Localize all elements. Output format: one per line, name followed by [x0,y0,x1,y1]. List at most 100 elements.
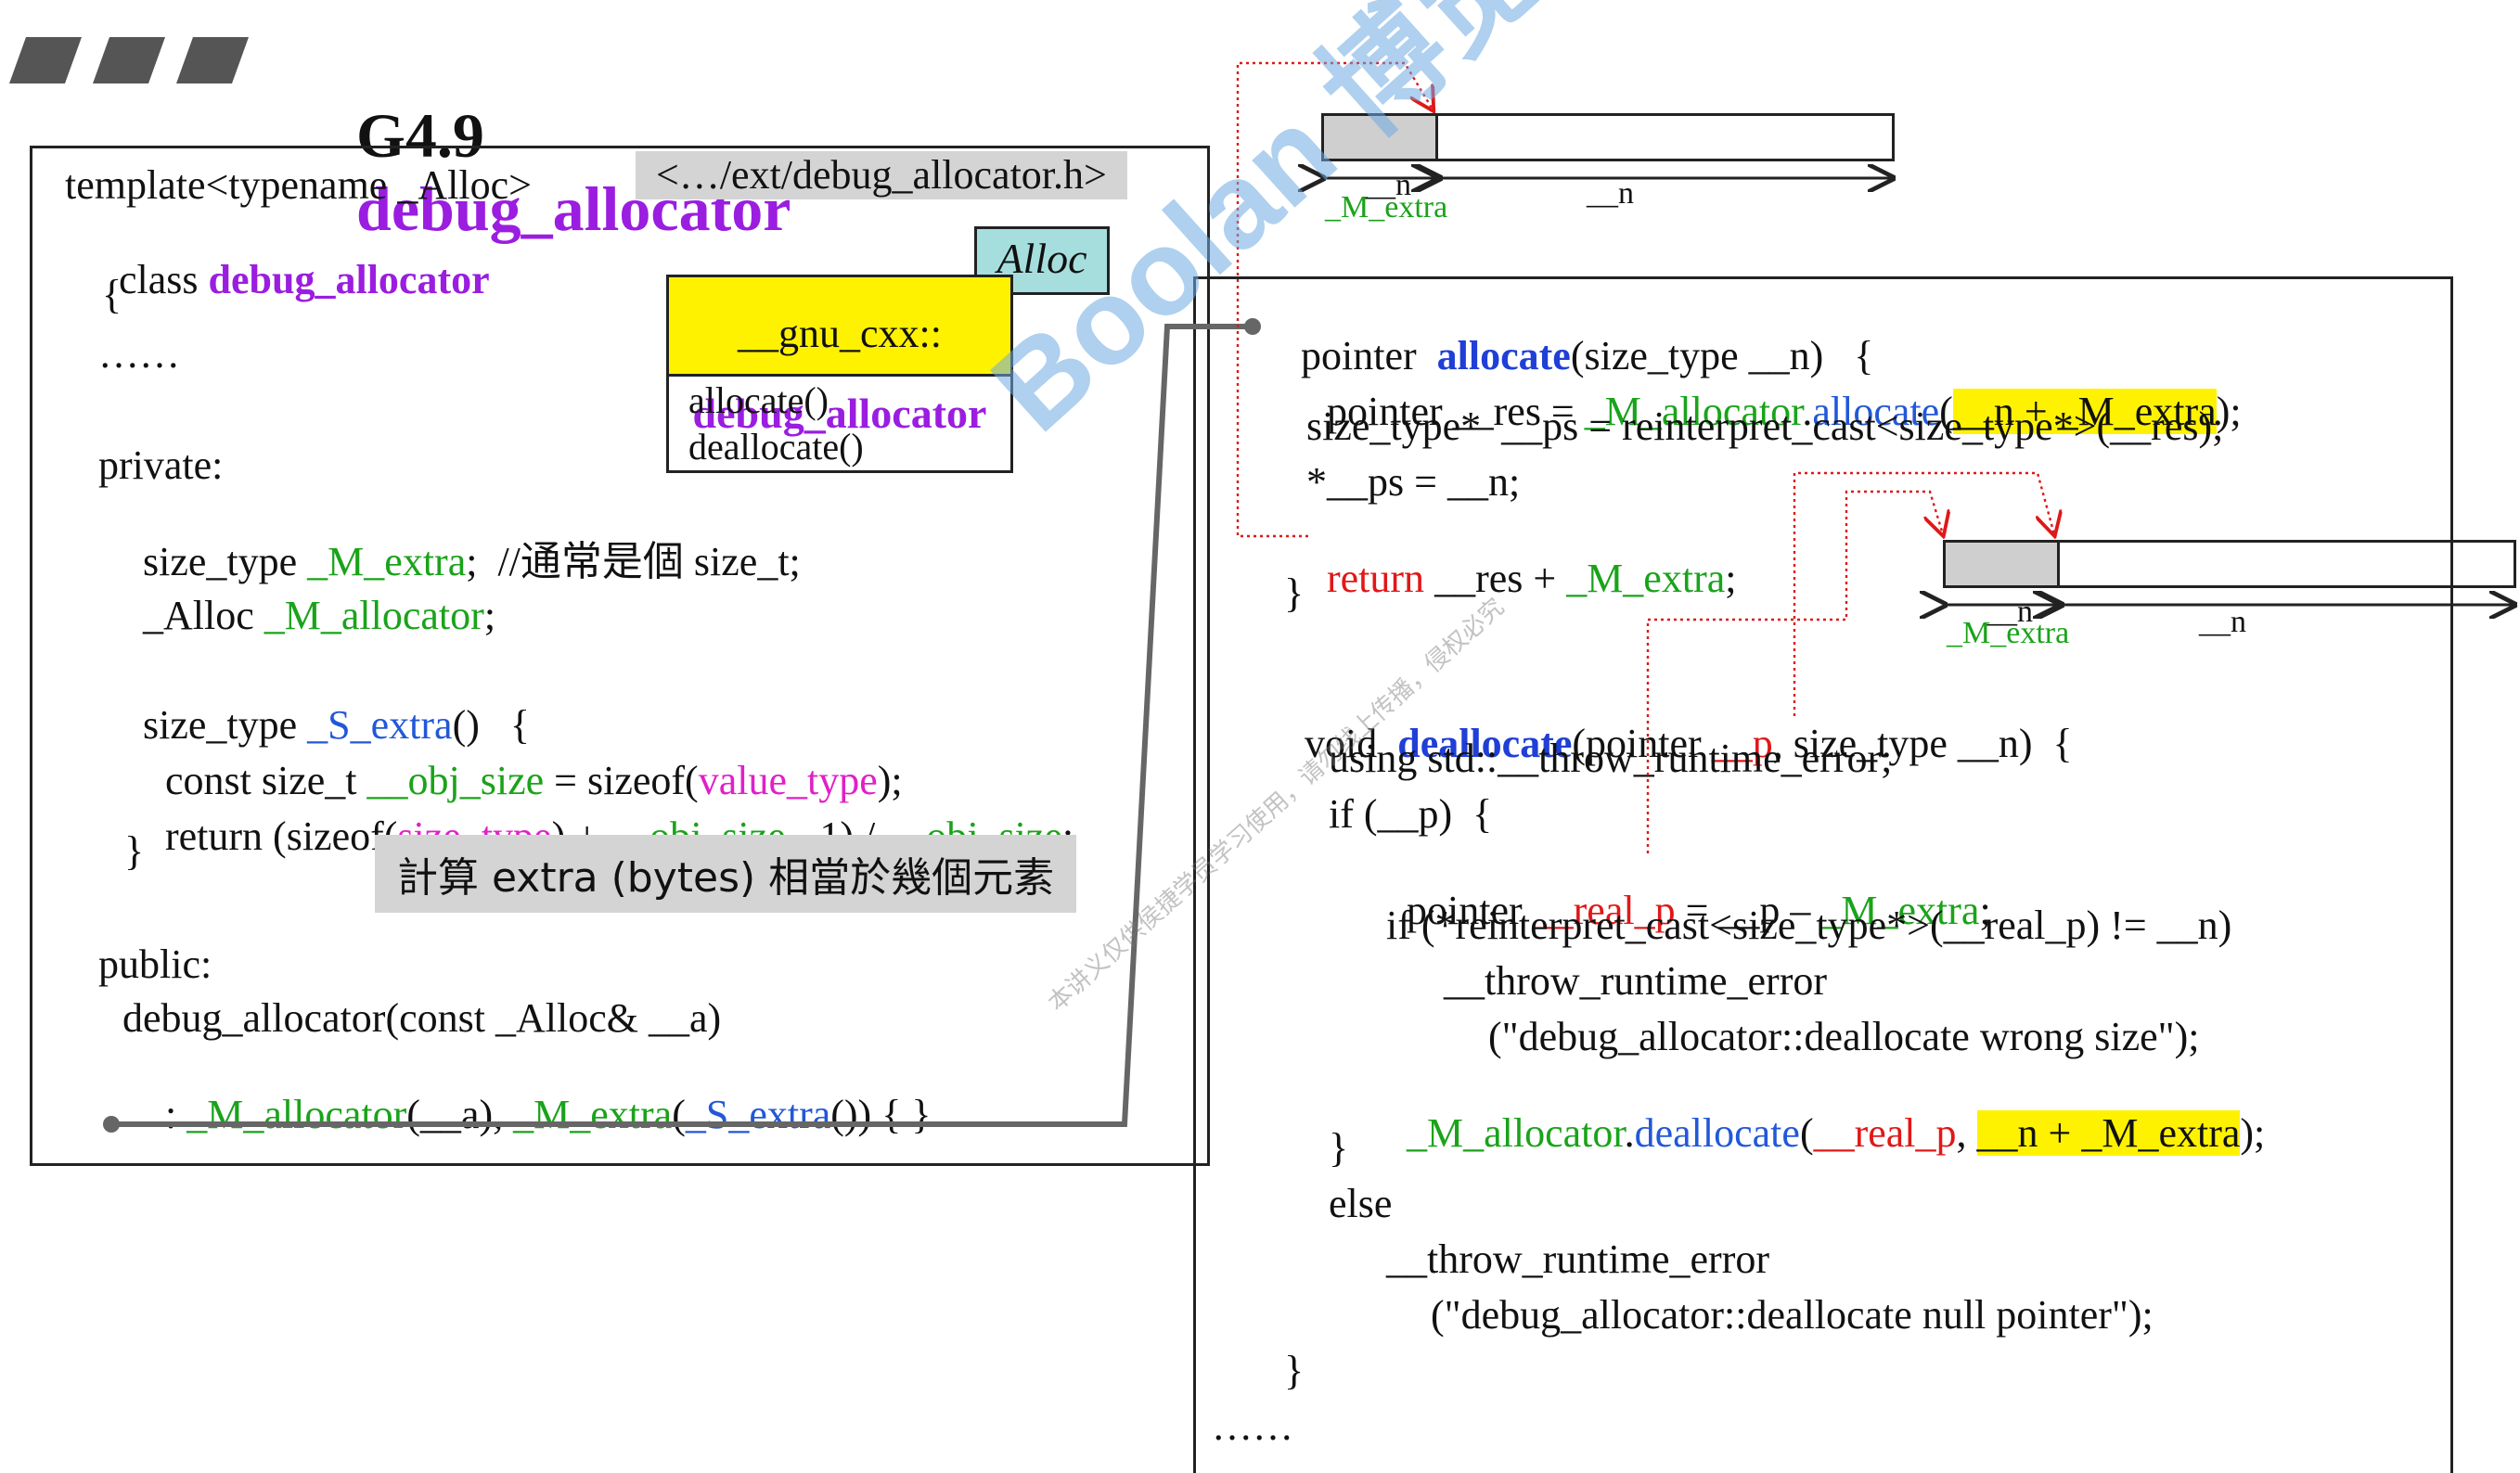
obj-size-end: ); [877,758,903,803]
res-allocator: _M_allocator [1584,389,1803,434]
code-s-extra-signature: size_type _S_extra() { [122,664,530,746]
code-ctor-line: debug_allocator(const _Alloc& __a) [122,995,722,1041]
uml-alloc-tag: Alloc [974,226,1110,295]
obj-size-decl: const size_t [165,758,367,803]
return-end-semicolon: ; [1725,556,1737,601]
code-deallocate-close: } [1284,1348,1305,1393]
real-p-expr: = __p – [1675,888,1821,933]
p-pointer-arrow [1793,471,2054,716]
s-extra-type: size_type [143,702,298,748]
dealloc-open: ( [1799,1110,1814,1156]
code-deallocate-signature: void deallocate(pointer __p, size_type _… [1284,683,2073,764]
code-size-check: if (*reinterpret_cast<size_type*>(__real… [1386,903,2232,948]
return-sizeof: return (sizeof( [165,813,398,859]
code-public-label: public: [98,941,212,987]
code-member-extra: size_type _M_extra; //通常是個 size_t; [122,501,801,583]
code-throw-1: __throw_runtime_error [1444,958,1827,1004]
code-real-p-line: pointer __real_p = __p – _M_extra; [1386,850,1991,931]
deallocate-ret: void [1305,721,1398,766]
real-p-type: pointer [1407,888,1533,933]
code-else: else [1329,1181,1393,1226]
connector-start-dot [103,1116,120,1133]
real-p-pointer-arrow [1646,490,1943,853]
dealloc-fn: deallocate [1634,1110,1800,1156]
code-ellipsis: …… [98,331,180,377]
code-class-name: debug_allocator [208,257,490,302]
deallocate-param2: , size_type __n) { [1772,721,2073,766]
code-dealloc-call: _M_allocator.deallocate(__real_p, __n + … [1386,1072,2266,1156]
member-allocator-name: _M_allocator [264,593,484,638]
member-extra-type: size_type [143,539,298,584]
connector-end-dot [1244,318,1261,335]
dealloc-allocator: _M_allocator [1407,1110,1625,1156]
obj-size-value-type: value_type [698,758,878,803]
res-decl: pointer __res = [1327,389,1585,434]
code-init-list: : _M_allocator(__a), _M_extra(_S_extra()… [145,1054,931,1135]
code-template-line: template<typename _Alloc> [65,162,532,208]
code-obj-size-line: const size_t __obj_size = sizeof(value_t… [145,720,903,801]
code-member-allocator: _Alloc _M_allocator; [122,555,495,636]
uml-class-header: __gnu_cxx:: debug_allocator [669,277,1010,437]
deallocate-name: deallocate [1397,721,1573,766]
res-open: ( [1939,389,1953,434]
init-allocator: _M_allocator [186,1092,407,1137]
extra-bytes-note: 計算 extra (bytes) 相當於幾個元素 [375,835,1077,913]
res-close: ); [2216,389,2242,434]
code-allocate-res: pointer __res = _M_allocator.allocate(__… [1306,351,2242,434]
ctor-to-allocate-connector [111,324,1253,1127]
code-allocate-return: return __res + _M_extra; [1306,518,1736,599]
init-s-extra: _S_extra [685,1092,831,1137]
s-extra-rest: () { [452,702,531,748]
code-brace-open: { [102,272,122,317]
return-keyword: return [1327,556,1425,601]
left-code-panel [30,146,1210,1166]
dealloc-comma: , [1956,1110,1977,1156]
memory-2-extra-label: _M_extra [1947,616,2070,650]
member-allocator-type: _Alloc [143,593,254,638]
code-throw-2: __throw_runtime_error [1386,1236,1769,1282]
code-brace-close: } [124,828,145,874]
obj-size-sizeof: = sizeof( [544,758,699,803]
code-class-line: class debug_allocator [98,219,490,301]
real-p-end: ; [1979,888,1991,933]
res-allocate: allocate [1812,389,1940,434]
allocate-params: (size_type __n) { [1570,333,1874,378]
return-pointer-arrow [1236,61,1433,538]
deallocate-param1: (pointer [1572,721,1712,766]
allocate-name: allocate [1436,333,1571,378]
memory-block-1-header: __n [1321,113,1438,202]
code-private-label: private: [98,442,224,488]
return-extra: _M_extra [1566,556,1726,601]
code-using-line: using std::__throw_runtime_error; [1329,736,1893,781]
dealloc-close: ); [2240,1110,2266,1156]
code-allocate-ps: size_type* __ps = reinterpret_cast<size_… [1306,403,2224,449]
return-res: __res + [1424,556,1567,601]
uml-method-deallocate: deallocate() [688,426,864,468]
deallocate-p: __p [1711,721,1773,766]
uml-class-box [666,275,1013,473]
code-allocate-store: *__ps = __n; [1306,459,1521,505]
code-if-close: } [1329,1125,1349,1171]
header-path-label: <…/ext/debug_allocator.h> [636,151,1127,199]
code-class-keyword: class [119,257,199,302]
code-if-p: if (__p) { [1329,791,1493,837]
uml-class-name: debug_allocator [692,390,987,437]
memory-1-extra-label: _M_extra [1325,190,1448,224]
code-allocate-signature: pointer allocate(size_type __n) { [1280,295,1873,377]
title-prefix: G4.9 [356,100,484,171]
uml-namespace: __gnu_cxx:: [738,311,942,356]
allocate-ret: pointer [1301,333,1437,378]
right-code-panel [1193,276,2453,1473]
init-a: (__a), [406,1092,514,1137]
dealloc-real-p: __real_p [1813,1110,1957,1156]
s-extra-name: _S_extra [307,702,453,748]
uml-method-allocate: allocate() [688,379,829,421]
code-throw-2-msg: ("debug_allocator::deallocate null point… [1431,1292,2154,1338]
code-throw-1-msg: ("debug_allocator::deallocate wrong size… [1488,1014,2200,1059]
code-allocate-close: } [1284,570,1305,616]
code-right-ellipsis: …… [1212,1403,1293,1449]
res-size-highlight: __n + _M_extra [1952,389,2217,434]
member-extra-name: _M_extra [307,539,467,584]
obj-size-var: __obj_size [366,758,545,803]
